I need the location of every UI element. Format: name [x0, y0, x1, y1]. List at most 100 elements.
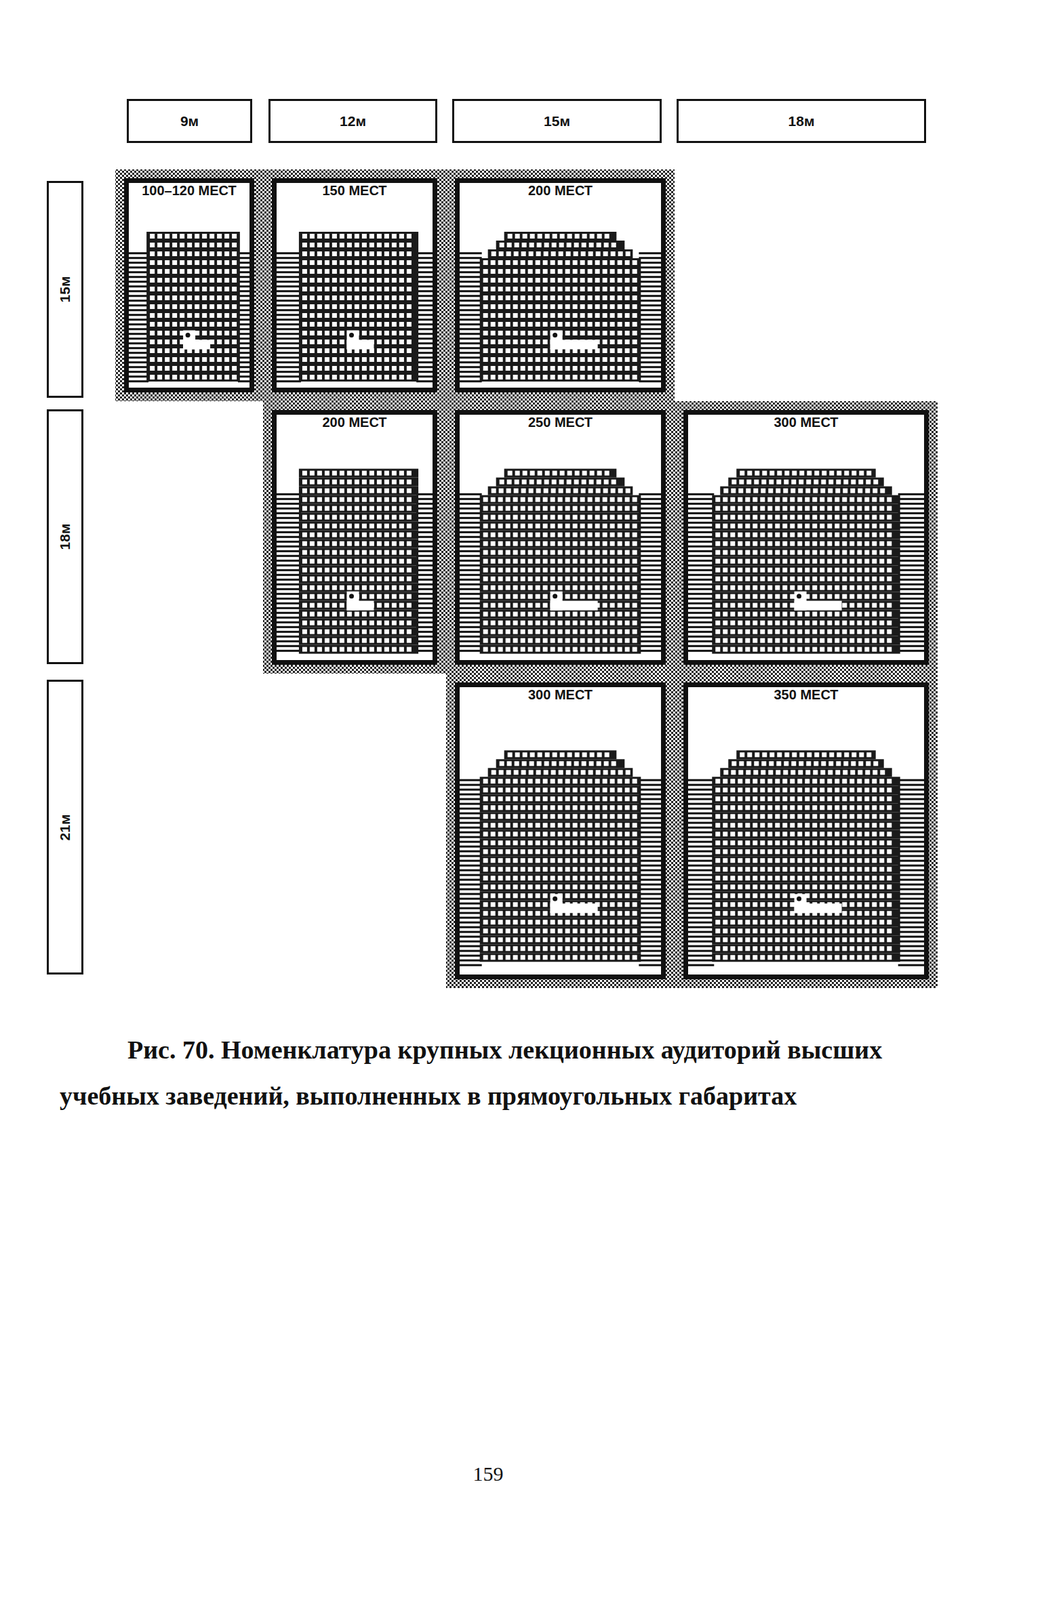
side-row: [276, 294, 302, 297]
seat: [202, 260, 207, 266]
seat: [490, 541, 496, 547]
seat: [617, 515, 623, 520]
seat: [505, 550, 511, 556]
seat: [302, 304, 308, 310]
seat: [339, 286, 345, 292]
seat: [369, 277, 375, 283]
seat: [164, 304, 170, 310]
side-row: [416, 299, 433, 302]
seat: [543, 638, 548, 644]
side-row: [276, 261, 302, 264]
seat: [194, 269, 200, 274]
seat: [317, 295, 323, 301]
seat: [520, 568, 526, 573]
seat-row: [479, 522, 642, 531]
seat: [483, 313, 489, 318]
seat: [354, 515, 360, 520]
seat: [317, 286, 323, 292]
side-row: [128, 252, 149, 255]
seat: [572, 304, 578, 310]
side-row: [276, 375, 302, 378]
seat-row: [298, 486, 419, 496]
seat-row: [298, 513, 419, 523]
seat: [384, 532, 390, 538]
seat: [543, 488, 549, 494]
seat-row: [298, 240, 419, 250]
seat: [513, 603, 518, 609]
seat: [339, 612, 345, 617]
side-row: [459, 299, 483, 302]
seat: [604, 479, 609, 485]
seat: [317, 479, 323, 485]
seat: [302, 366, 308, 371]
seat: [566, 479, 572, 485]
seat: [187, 269, 192, 274]
seat: [399, 471, 405, 476]
seat: [347, 357, 352, 363]
seat: [347, 488, 352, 494]
seat: [602, 559, 608, 565]
seat: [187, 251, 192, 257]
seat: [406, 524, 412, 529]
seat: [391, 550, 397, 556]
side-row: [459, 356, 483, 359]
side-row: [638, 328, 662, 331]
seat: [513, 497, 518, 503]
seat: [384, 304, 390, 310]
side-row: [128, 342, 149, 345]
seat: [339, 277, 345, 283]
seat: [339, 550, 345, 556]
seat: [362, 629, 367, 635]
seat: [490, 585, 496, 591]
seat: [595, 269, 600, 274]
side-row: [276, 332, 302, 335]
seat: [376, 638, 382, 644]
seat: [332, 532, 337, 538]
seat: [513, 488, 519, 494]
seat: [391, 541, 397, 547]
seat: [632, 532, 638, 538]
seat: [376, 647, 382, 653]
seat: [498, 330, 504, 336]
seat: [535, 313, 541, 318]
seat: [543, 576, 548, 582]
seat: [602, 277, 608, 283]
seat: [498, 251, 504, 257]
seat: [610, 612, 615, 617]
side-row: [128, 347, 149, 350]
seat: [595, 621, 600, 626]
seat: [332, 497, 337, 503]
seat: [362, 621, 367, 626]
side-row: [459, 370, 483, 373]
seat: [617, 313, 623, 318]
seat: [498, 322, 504, 327]
seat: [572, 568, 578, 573]
seat: [610, 304, 615, 310]
seat: [384, 638, 390, 644]
seat: [376, 524, 382, 529]
seat-row: [298, 601, 419, 611]
seat: [362, 286, 367, 292]
seat: [231, 242, 237, 248]
seat: [589, 233, 595, 239]
side-row: [416, 309, 433, 312]
seat: [565, 295, 571, 301]
seat: [406, 621, 412, 626]
seat: [324, 366, 330, 371]
seat: [602, 506, 608, 512]
seat: [557, 541, 563, 547]
seat: [309, 541, 315, 547]
seat: [332, 233, 337, 239]
seat: [566, 251, 571, 257]
seat: [610, 488, 616, 494]
seat-row: [146, 231, 240, 241]
seat: [505, 295, 511, 301]
seat: [617, 621, 623, 626]
side-row: [638, 640, 662, 643]
seat: [625, 550, 630, 556]
seat: [483, 374, 489, 380]
seat: [565, 585, 571, 591]
hall-interior: [454, 410, 666, 666]
seat: [535, 366, 541, 371]
side-row: [688, 512, 714, 515]
